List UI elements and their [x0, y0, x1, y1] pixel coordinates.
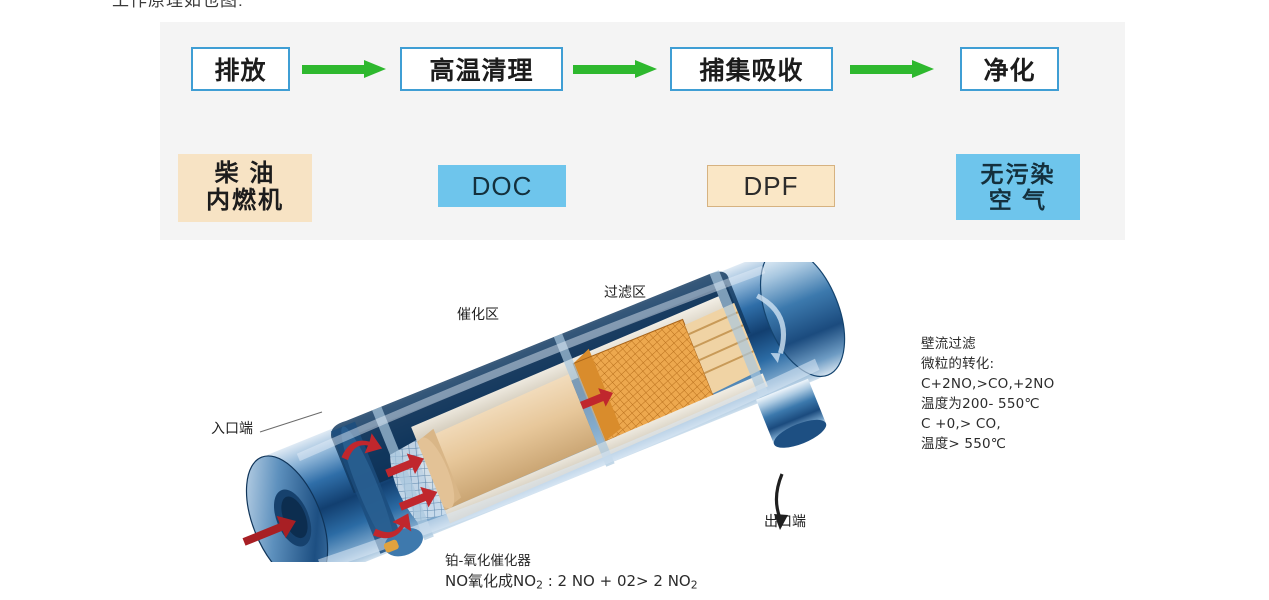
clipped-page-heading: 工作原理如也图:	[112, 0, 244, 10]
arrow-head	[912, 60, 934, 78]
caption-line-1: 铂-氧化催化器	[445, 553, 531, 569]
component-label-clean-air: 无污染 空 气	[981, 161, 1056, 214]
stage-box-emission: 排放	[191, 47, 290, 91]
component-clean-air: 无污染 空 气	[956, 154, 1080, 220]
caption-formula-middle: : 2 NO + 02> 2 NO	[542, 572, 691, 590]
note-line-3: C+2NO,>CO,+2NO	[921, 376, 1055, 392]
diesel-engine-line-1: 柴 油	[214, 160, 276, 188]
arrow-shaft	[302, 65, 366, 74]
flow-arrow-3-icon	[850, 60, 936, 78]
platinum-catalyst-caption: 铂-氧化催化器 NO氧化成NO2 : 2 NO + 02> 2 NO2	[445, 551, 698, 595]
stage-box-capture-absorb: 捕集吸收	[670, 47, 833, 91]
caption-line-2: NO氧化成NO2 : 2 NO + 02> 2 NO2	[445, 571, 698, 595]
label-catalytic-zone: 催化区	[457, 307, 499, 323]
stage-label-purification: 净化	[983, 57, 1036, 85]
process-flow-panel: 排放 高温清理 捕集吸收 净化 柴 油 内燃机	[160, 22, 1125, 240]
stage-box-purification: 净化	[960, 47, 1059, 91]
component-label-diesel-engine: 柴 油 内燃机	[206, 160, 284, 215]
component-doc: DOC	[438, 165, 566, 207]
note-line-5: C +0,> CO,	[921, 416, 1001, 432]
stage-label-emission: 排放	[214, 57, 267, 85]
note-line-4: 温度为200- 550℃	[921, 396, 1040, 412]
diesel-engine-line-2: 内燃机	[206, 187, 284, 214]
component-row: 柴 油 内燃机 DOC DPF 无污染 空 气	[160, 132, 1125, 240]
clean-air-line-1: 无污染	[980, 160, 1056, 187]
process-stage-row: 排放 高温清理 捕集吸收 净化	[160, 22, 1125, 132]
stage-label-capture-absorb: 捕集吸收	[699, 57, 804, 85]
note-line-6: 温度> 550℃	[921, 436, 1007, 452]
caption-formula-sub-1: 2	[536, 578, 543, 592]
wall-flow-notes: 壁流过滤 微粒的转化: C+2NO,>CO,+2NO 温度为200- 550℃ …	[921, 334, 1141, 454]
clean-air-line-2: 空 气	[988, 187, 1048, 213]
note-line-1: 壁流过滤	[921, 336, 976, 352]
label-outlet-port: 出口端	[764, 514, 806, 530]
label-filter-zone: 过滤区	[604, 285, 646, 301]
arrow-shaft	[850, 65, 914, 74]
component-label-dpf: DPF	[743, 170, 799, 201]
flow-arrow-2-icon	[573, 60, 659, 78]
arrow-head	[635, 60, 657, 78]
dpf-cutaway-illustration	[190, 262, 920, 562]
stage-label-high-temp-cleaning: 高温清理	[429, 57, 534, 85]
label-inlet-port: 入口端	[211, 421, 253, 437]
caption-formula-sub-2: 2	[690, 578, 698, 592]
stage-box-high-temp-cleaning: 高温清理	[400, 47, 563, 91]
arrow-shaft	[573, 65, 637, 74]
arrow-head	[364, 60, 386, 78]
component-diesel-engine: 柴 油 内燃机	[178, 154, 312, 222]
component-dpf: DPF	[707, 165, 835, 207]
component-label-doc: DOC	[471, 170, 533, 201]
flow-arrow-1-icon	[302, 60, 388, 78]
note-line-2: 微粒的转化:	[921, 356, 995, 372]
caption-formula-prefix: NO氧化成NO	[445, 572, 537, 590]
